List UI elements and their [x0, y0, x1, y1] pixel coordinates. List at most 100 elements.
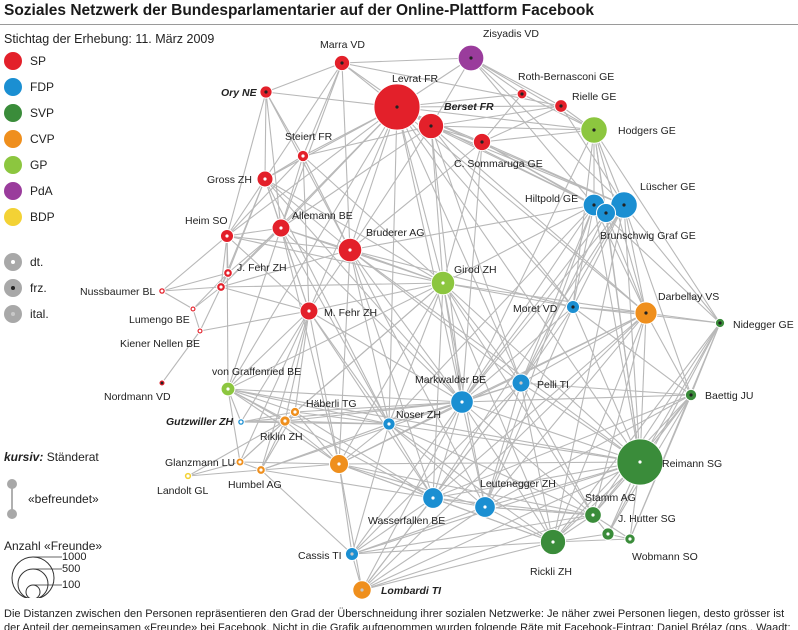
- node-label-baettig-ju: Baettig JU: [705, 390, 753, 402]
- survey-date: Stichtag der Erhebung: 11. März 2009: [4, 32, 215, 46]
- edge-darbellay-vs--nidegger-ge: [645, 312, 721, 324]
- edge-noser-zh--cassis-ti: [351, 423, 390, 555]
- node-label-marra-vd: Marra VD: [320, 39, 365, 51]
- edge-ory-ne--allemann-be: [265, 91, 282, 229]
- edge-glanzmann-lu--landolt-gl: [187, 461, 241, 477]
- edge-berset-fr--steiert-fr: [302, 125, 432, 157]
- edge-levrat-fr--markwalder-be: [396, 106, 463, 403]
- node-label-j-hutter-sg: J. Hutter SG: [618, 513, 676, 525]
- edge-marra-vd--bruderer-ag: [341, 62, 351, 251]
- legend-label-fdp: FDP: [30, 80, 54, 94]
- node-language-dot-schmid-federer-zh: [337, 462, 341, 466]
- edge-von-graffenried-be--noser-zh: [227, 388, 390, 425]
- edge-berset-fr--allemann-be: [280, 125, 432, 229]
- legend-label-cvp: CVP: [30, 132, 55, 146]
- edge-levrat-fr--heim-so: [226, 106, 398, 237]
- edge-girod-zh--von-graffenried-be: [227, 282, 444, 390]
- edge-darbellay-vs--wasserfallen-be: [432, 312, 647, 499]
- node-language-dot-rickli-zh: [551, 540, 555, 544]
- edge-m-fehr-zh--noser-zh: [308, 310, 390, 425]
- edge-rielle-ge--luscher-ge: [560, 105, 625, 206]
- edge-markwalder-be--gutzwiller-zh: [240, 401, 463, 423]
- node-label-nidegger-ge: Nidegger GE: [733, 319, 794, 331]
- edge-noser-zh--schmid-federer-zh: [338, 423, 390, 465]
- edge-markwalder-be--lombardi-ti: [361, 401, 463, 591]
- edge-bruderer-ag--moret-vd: [349, 249, 574, 308]
- edge-hodgers-ge--nidegger-ge: [593, 129, 721, 324]
- node-label-berset-fr: Berset FR: [444, 101, 494, 113]
- edge-kiener-nellen-be--m-fehr-zh: [199, 310, 310, 332]
- node-language-dot-levrat-fr: [395, 105, 399, 109]
- edge-luscher-ge--pelli-ti: [520, 204, 625, 384]
- node-language-dot-leutenegger-zh: [483, 505, 487, 509]
- edge-heim-so--girod-zh: [226, 235, 444, 284]
- edge-riklin-zh--gutzwiller-zh: [240, 420, 286, 423]
- edge-lombardi-ti--stamm-ag: [361, 514, 594, 591]
- node-language-dot-marra-vd: [340, 61, 344, 65]
- edge-kiener-nellen-be--j-fehr-zh: [199, 286, 222, 332]
- edge-markwalder-be--moret-vd: [461, 306, 574, 403]
- node-language-dot-darbellay-vs: [644, 311, 648, 315]
- node-language-dot-leutenegger-oberholzer-bl: [226, 271, 230, 275]
- edge-pelli-ti--leutenegger-zh: [484, 382, 522, 508]
- legend-size-label-100: 100: [62, 579, 81, 591]
- edge-riklin-zh--humbel-ag: [260, 420, 286, 471]
- legend-italic-note: kursiv: Ständerat: [4, 450, 99, 464]
- edge-bruderer-ag--noser-zh: [349, 249, 390, 425]
- legend-swatch-cvp: [4, 130, 22, 148]
- node-label-luscher-ge: Lüscher GE: [640, 181, 695, 193]
- legend-label-sp: SP: [30, 54, 47, 68]
- node-label-glanzmann-lu: Glanzmann LU: [165, 457, 235, 469]
- edge-darbellay-vs--baettig-ju: [645, 312, 692, 396]
- legend-label-bdp: BDP: [30, 210, 55, 224]
- legend-lang-fr: frz.: [4, 279, 47, 297]
- edge-levrat-fr--darbellay-vs: [396, 106, 647, 314]
- edge-schmid-federer-zh--lombardi-ti: [338, 463, 363, 591]
- edge-leutenegger-zh--stamm-ag: [484, 506, 594, 516]
- node-language-dot-baettig-ju: [689, 393, 693, 397]
- edge-schmid-federer-zh--humbel-ag: [260, 463, 340, 471]
- node-label-darbellay-vs: Darbellay VS: [658, 291, 719, 303]
- edge-gross-zh--heim-so: [226, 178, 266, 237]
- edge-j-fehr-zh--girod-zh: [220, 282, 444, 288]
- edge-von-graffenried-be--wasserfallen-be: [227, 388, 434, 499]
- edge-reimann-sg--schmid-federer-zh: [338, 461, 641, 465]
- edge-reimann-sg--noser-zh: [388, 423, 641, 463]
- edge-hiltpold-ge--nidegger-ge: [593, 204, 721, 324]
- edge-zisyadis-vd--luscher-ge: [470, 57, 625, 206]
- edge-levrat-fr--girod-zh: [396, 106, 444, 284]
- edge-m-fehr-zh--glanzmann-lu: [239, 310, 310, 463]
- legend-friendship-node-bottom: [7, 509, 17, 519]
- edge-wasserfallen-be--haberli-tg: [294, 411, 434, 499]
- edge-darbellay-vs--reimann-sg: [639, 312, 647, 463]
- edge-marra-vd--gross-zh: [264, 62, 343, 180]
- edge-leutenegger-oberholzer-bl--nussbaumer-bl: [161, 272, 229, 292]
- node-language-dot-von-graffenried-be: [226, 387, 230, 391]
- edge-berset-fr--pelli-ti: [430, 125, 522, 384]
- legend-size-label-500: 500: [62, 563, 81, 575]
- edge-bruderer-ag--reimann-sg: [349, 249, 641, 463]
- legend-lang-dot-de: [11, 260, 15, 264]
- edge-leutenegger-oberholzer-bl--lumengo-be: [192, 272, 229, 310]
- node-label-markwalder-be: Markwalder BE: [415, 374, 486, 386]
- legend-party-pda: PdA: [4, 182, 53, 200]
- edge-noser-zh--stamm-ag: [388, 423, 594, 516]
- edge-gross-zh--bruderer-ag: [264, 178, 351, 251]
- edge-girod-zh--noser-zh: [388, 282, 444, 425]
- edge-heim-so--bruderer-ag: [226, 235, 351, 251]
- edge-schmid-federer-zh--glanzmann-lu: [239, 461, 340, 465]
- edge-steiert-fr--allemann-be: [280, 155, 304, 229]
- edge-berset-fr--darbellay-vs: [430, 125, 647, 314]
- node-label-roth-bernasconi-ge: Roth-Bernasconi GE: [518, 71, 614, 83]
- legend-size-circles: [11, 556, 62, 598]
- edge-c-sommaruga-ge--girod-zh: [442, 141, 483, 284]
- edge-luscher-ge--nidegger-ge: [623, 204, 721, 324]
- edge-hodgers-ge--markwalder-be: [461, 129, 595, 403]
- edge-levrat-fr--pelli-ti: [396, 106, 522, 384]
- edge-bruderer-ag--schmid-federer-zh: [338, 249, 351, 465]
- legend-party-svp: SVP: [4, 104, 54, 122]
- edge-berset-fr--luscher-ge: [430, 125, 625, 206]
- edge-berset-fr--rielle-ge: [430, 105, 562, 127]
- node-language-dot-steiert-fr: [301, 154, 305, 158]
